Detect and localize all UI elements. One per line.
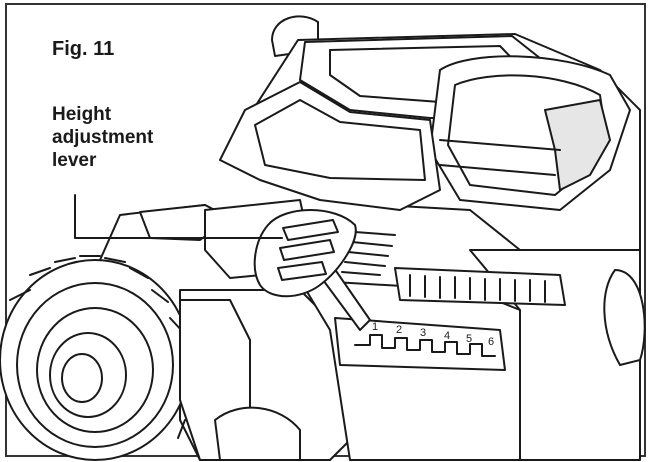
height-scale-notches [354,334,496,357]
height-position-6: 6 [488,336,494,348]
height-scale-numbers: 1 2 3 4 5 6 [372,321,494,348]
right-wheel-hub [603,269,646,366]
lever-grip-ridge-2 [279,239,335,261]
callout-line-2: adjustment [52,127,154,148]
height-position-4: 4 [444,330,450,342]
height-position-3: 3 [420,327,426,339]
handle-connector [214,406,301,461]
lever-grip-ridge-3 [277,261,327,281]
height-position-5: 5 [466,333,472,345]
height-position-2: 2 [396,324,402,336]
lever-vent-fins [341,231,396,276]
front-wheel [0,255,191,461]
lever-grip-ridge-1 [282,219,339,241]
callout-line-3: lever [52,150,97,171]
side-vent-slots [409,274,546,303]
callout-line-1: Height [52,104,112,125]
side-vent-frame [394,267,566,306]
callout-label: Height adjustment lever [52,103,153,172]
wheel-hub-center [61,353,103,403]
battery-handle-step [439,139,561,176]
height-position-1: 1 [372,321,378,333]
callout-leader-line [74,194,283,239]
figure-label: Fig. 11 [52,38,115,60]
housing-front-window [254,99,426,181]
